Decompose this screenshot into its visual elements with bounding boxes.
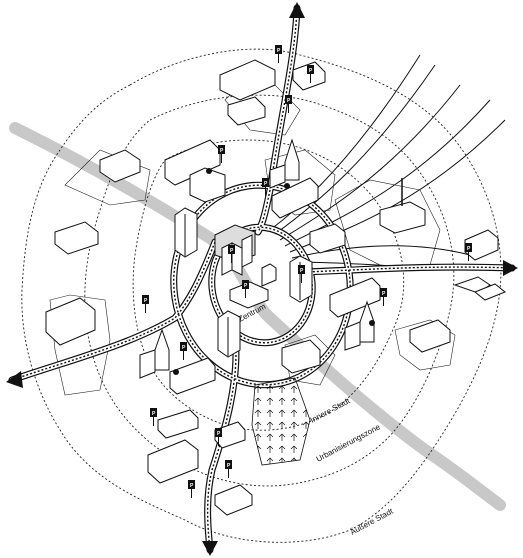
church-icon [139,138,375,379]
tower-buildings [174,207,241,358]
parking-label: P [144,298,148,304]
parking-label: P [152,411,156,417]
forest-area [251,377,311,466]
parking-label: P [230,248,234,254]
outer-city-label: Äußere Stadt [349,506,396,536]
inner-city-label: Innere Stadt [309,396,352,425]
parking-label: P [300,268,304,274]
parking-sign-icon: P P P P P P P P P P P P P P P P [142,45,472,498]
parking-label: P [309,68,313,74]
parking-label: P [190,483,194,489]
river [9,122,506,511]
parking-label: P [467,246,471,252]
arrow-icon [6,2,518,556]
center-buildings [214,224,313,309]
outer-city-boundary [21,48,502,543]
industrial-sheds [45,59,506,516]
parking-label: P [382,291,386,297]
parking-label: P [244,283,248,289]
parking-label: P [220,148,224,154]
urbanization-zone-boundary [84,94,455,487]
parking-label: P [182,345,186,351]
parking-label: P [217,431,221,437]
urbanization-zone-label: Urbanisierungszone [315,422,383,464]
parking-label: P [287,98,291,104]
parking-label: P [264,181,268,187]
row-houses [164,139,426,395]
parking-label: P [227,463,231,469]
inner-city-boundary [132,139,405,431]
parking-label: P [277,48,281,54]
